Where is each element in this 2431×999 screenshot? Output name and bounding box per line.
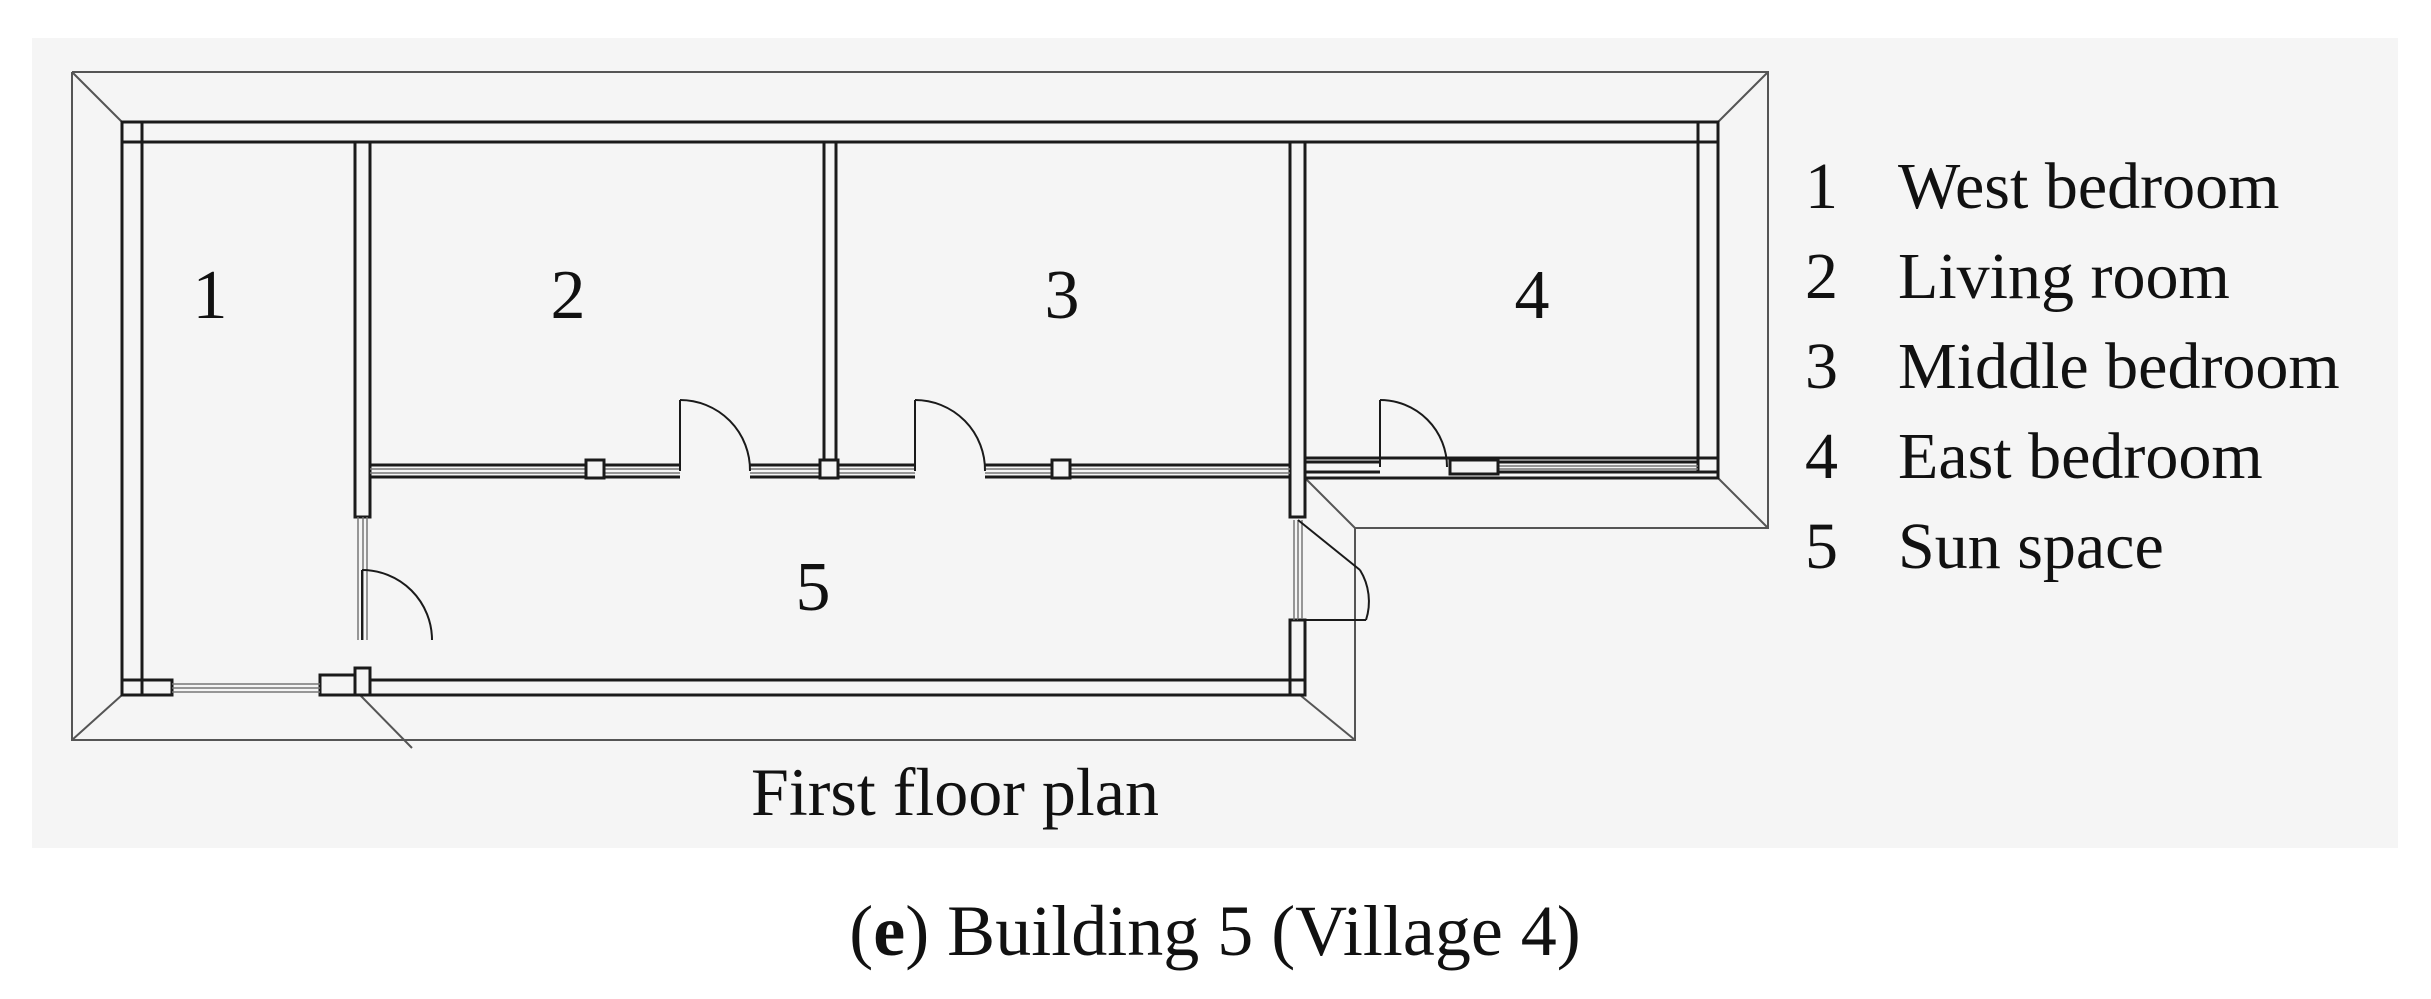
plan-title: First floor plan (751, 754, 1159, 830)
room-number-1: 1 (193, 257, 228, 334)
mullions (584, 458, 1500, 480)
figure-panel (32, 38, 2398, 848)
legend-name-5: Sun space (1898, 510, 2164, 583)
roof-outline (71, 71, 1769, 749)
legend-number-2: 2 (1805, 240, 1838, 313)
legend-name-2: Living room (1898, 240, 2230, 313)
room-number-2: 2 (551, 257, 586, 334)
legend-name-3: Middle bedroom (1898, 330, 2340, 403)
room-number-4: 4 (1515, 257, 1550, 334)
caption-letter: e (873, 891, 905, 971)
legend-name-1: West bedroom (1898, 150, 2279, 223)
doors (361, 399, 1448, 641)
exterior-walls (120, 120, 1720, 697)
caption-open: ( (849, 891, 873, 971)
legend-number-1: 1 (1805, 150, 1838, 223)
legend-number-4: 4 (1805, 420, 1838, 493)
legend-number-5: 5 (1805, 510, 1838, 583)
legend-name-4: East bedroom (1898, 420, 2263, 493)
room-number-5: 5 (796, 549, 831, 626)
figure-caption: (e) Building 5 (Village 4) (849, 891, 1581, 971)
caption-rest: ) Building 5 (Village 4) (905, 891, 1581, 971)
legend-number-3: 3 (1805, 330, 1838, 403)
room-legend: 1 West bedroom 2 Living room 3 Middle be… (1805, 150, 2340, 583)
room-number-3: 3 (1045, 257, 1080, 334)
